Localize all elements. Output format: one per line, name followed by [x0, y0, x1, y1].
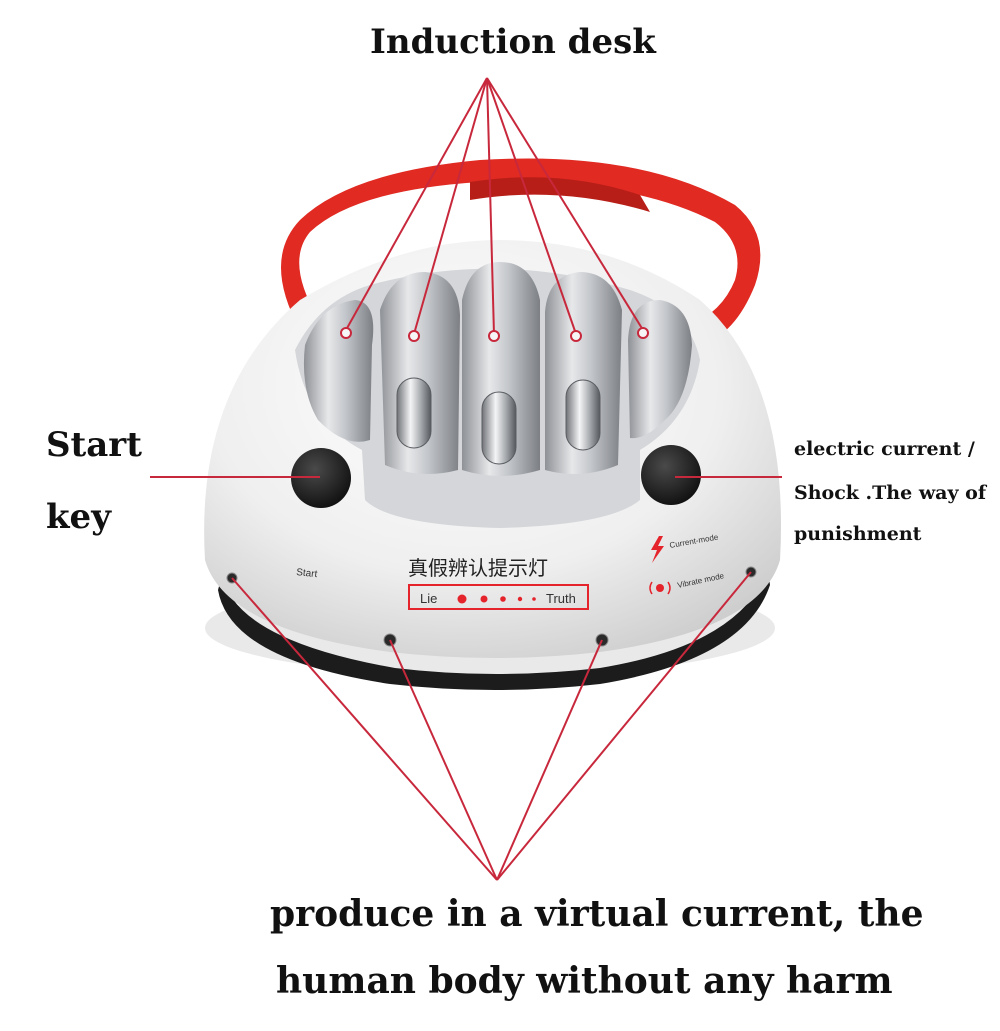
punishment-label-line1: electric current / [794, 438, 975, 460]
lie-label: Lie [420, 591, 437, 606]
start-key-label-line2: key [46, 497, 111, 537]
indicator-light-3 [500, 596, 506, 602]
start-button[interactable] [291, 448, 351, 508]
finger-groove-4 [545, 272, 622, 474]
induction-desk-label: Induction desk [370, 22, 656, 62]
lightning-icon [651, 536, 664, 563]
truth-label: Truth [546, 591, 576, 606]
finger-electrode-1 [396, 377, 432, 449]
finger-electrode-3 [565, 379, 601, 451]
device-chinese-text: 真假辨认提示灯 [408, 556, 548, 580]
indicator-light-1 [457, 594, 467, 604]
caption-line2: human body without any harm [276, 960, 893, 1002]
virtual-current-pointer-lines [231, 571, 752, 881]
shock-button[interactable] [641, 445, 701, 505]
induction-pads [340, 327, 649, 342]
caption-line1: produce in a virtual current, the [270, 893, 924, 935]
indicator-light-4 [517, 596, 523, 602]
finger-groove-1 [303, 300, 374, 442]
lie-truth-indicator-box [408, 584, 589, 610]
punishment-label-line3: punishment [794, 523, 922, 545]
vibrate-icon [649, 581, 671, 595]
device-start-text: Start [296, 567, 318, 580]
induction-pointer-lines [345, 77, 644, 335]
punishment-label-line2: Shock .The way of [794, 482, 986, 504]
start-key-label-line1: Start [46, 425, 142, 465]
indicator-light-2 [480, 595, 488, 603]
finger-electrode-2 [481, 391, 517, 465]
indicator-light-5 [532, 597, 536, 601]
